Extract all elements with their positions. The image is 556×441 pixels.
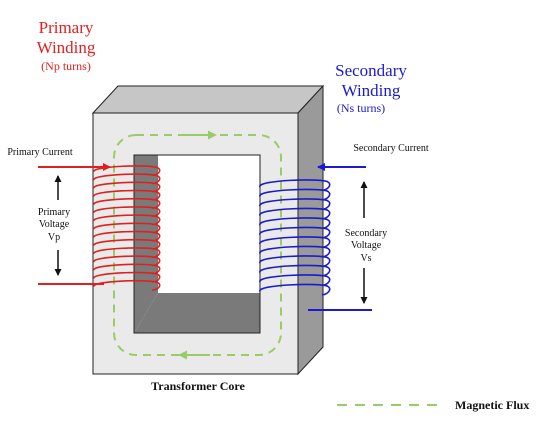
secondary-coil-turn	[259, 179, 331, 191]
primary-coil-turn	[93, 230, 161, 242]
secondary-current-label: Secondary Current	[353, 143, 428, 154]
core-top-face	[91, 85, 325, 114]
primary-voltage-line1: Primary	[38, 207, 70, 218]
primary-coil-turn	[93, 238, 161, 250]
secondary-coil-turn	[259, 217, 331, 229]
core-hole-shade-bottom	[134, 293, 260, 333]
secondary-coil-turn	[259, 264, 331, 277]
primary-coil-turn	[93, 189, 161, 201]
primary-turns: (Np turns)	[41, 59, 91, 73]
transformer-core	[91, 84, 325, 376]
secondary-coil-turn	[259, 283, 331, 296]
core-label: Transformer Core	[151, 379, 245, 393]
primary-coil-turn	[93, 222, 161, 234]
primary-coil-turn	[93, 214, 161, 226]
secondary-coil-turn	[259, 198, 331, 210]
magnetic-flux-path	[113, 130, 282, 360]
primary-coil-turn	[93, 206, 161, 217]
primary-title-line1: Primary	[39, 18, 94, 37]
legend: Magnetic Flux	[337, 398, 529, 412]
secondary-coil-turn	[259, 255, 331, 267]
core-hole-back	[158, 155, 260, 293]
secondary-title-line1: Secondary	[335, 61, 407, 80]
primary-coil-turn	[93, 181, 161, 193]
legend-flux-label: Magnetic Flux	[455, 398, 529, 412]
primary-coil-turn	[93, 247, 161, 258]
secondary-voltage-line3: Vs	[360, 253, 371, 264]
secondary-voltage-line1: Secondary	[345, 228, 387, 239]
primary-coil-turn	[93, 263, 161, 275]
secondary-title-line2: Winding	[342, 81, 401, 100]
secondary-voltage-line2: Voltage	[351, 240, 382, 251]
secondary-coil-turn	[259, 188, 331, 201]
primary-coil-turn	[93, 271, 161, 283]
secondary-coil-turn	[259, 226, 331, 239]
core-side-face	[297, 84, 324, 376]
primary-voltage-line3: Vp	[48, 232, 60, 243]
primary-coil-turn	[93, 279, 161, 291]
secondary-coil-turn	[259, 274, 331, 286]
primary-voltage-line2: Voltage	[39, 219, 70, 230]
primary-coil-turn	[93, 173, 161, 185]
secondary-coil-turn	[259, 245, 331, 258]
primary-title-line2: Winding	[37, 38, 96, 57]
secondary-coil-turn	[259, 207, 331, 220]
primary-current-label: Primary Current	[7, 147, 72, 158]
secondary-turns: (Ns turns)	[337, 101, 385, 115]
primary-coil-turn	[93, 197, 161, 209]
secondary-winding	[259, 179, 331, 296]
primary-coil-turn	[93, 255, 161, 267]
secondary-coil-turn	[259, 236, 331, 248]
